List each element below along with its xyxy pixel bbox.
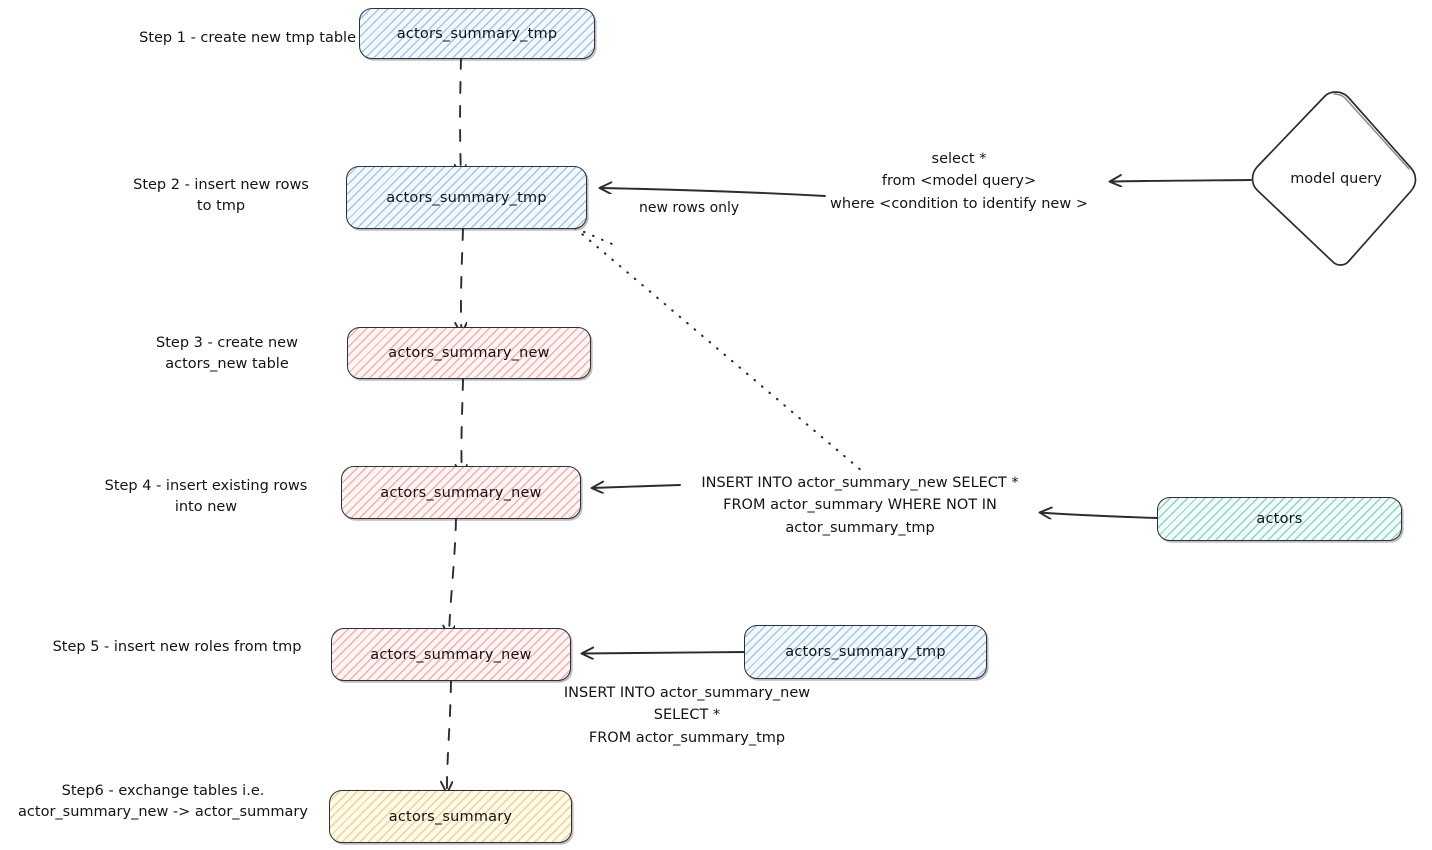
edge-step2-dotted-to-insert-sql [573, 226, 864, 473]
node-actors-summary-step6[interactable]: actors_summary [329, 790, 572, 843]
node-actors-summary-tmp-step1[interactable]: actors_summary_tmp [359, 8, 595, 59]
node-label: actors_summary_new [370, 646, 532, 663]
node-actors-summary-tmp-step5[interactable]: actors_summary_tmp [744, 625, 987, 679]
node-actors-source[interactable]: actors [1157, 497, 1402, 541]
node-actors-summary-new-step4[interactable]: actors_summary_new [341, 466, 581, 519]
edge-modelquery-to-sql [1110, 180, 1252, 182]
node-label: model query [1290, 171, 1382, 187]
edge-label-new-rows-only: new rows only [637, 200, 742, 216]
step5-caption: Step 5 - insert new roles from tmp [52, 639, 302, 655]
node-label: actors_summary_tmp [386, 189, 547, 206]
node-actors-summary-new-step5[interactable]: actors_summary_new [331, 628, 571, 681]
model-query-diamond-shape [1251, 91, 1417, 266]
step4-caption: Step 4 - insert existing rows into new [104, 478, 308, 516]
step6-caption: Step6 - exchange tables i.e. actor_summa… [18, 783, 308, 821]
annotation-model-query-sql: select * from <model query> where <condi… [830, 151, 1088, 212]
node-model-query[interactable]: model query [1251, 90, 1421, 268]
node-label: actors_summary_tmp [785, 644, 946, 660]
node-label: actors_summary_tmp [396, 25, 558, 42]
edge-step1-to-step2 [460, 57, 461, 176]
edge-tmp-to-step5 [582, 652, 747, 654]
node-actors-summary-tmp-step2[interactable]: actors_summary_tmp [346, 166, 587, 229]
annotation-insert-new-roles-sql: INSERT INTO actor_summary_new SELECT * F… [563, 685, 811, 746]
node-label: actors [1256, 511, 1303, 527]
edge-step5-to-step6 [447, 680, 451, 793]
step1-caption: Step 1 - create new tmp table [139, 30, 356, 46]
node-label: actors_summary_new [388, 345, 550, 361]
node-label: actors_summary [388, 808, 513, 825]
edge-step3-to-step4 [461, 378, 463, 476]
edge-step2-to-step3 [461, 228, 463, 334]
node-label: actors_summary_new [380, 484, 542, 501]
edge-step4-to-step5 [449, 518, 457, 637]
edge-modelquery-sql-to-step2 [600, 188, 826, 197]
annotation-insert-existing-sql: INSERT INTO actor_summary_new SELECT * F… [701, 475, 1019, 536]
step3-caption: Step 3 - create new actors_new table [156, 335, 298, 373]
edge-insert-sql-to-step4 [592, 485, 681, 488]
node-actors-summary-new-step3[interactable]: actors_summary_new [347, 327, 591, 379]
step2-caption: Step 2 - insert new rows to tmp [133, 177, 309, 215]
edge-actors-to-insert-sql [1040, 513, 1159, 519]
